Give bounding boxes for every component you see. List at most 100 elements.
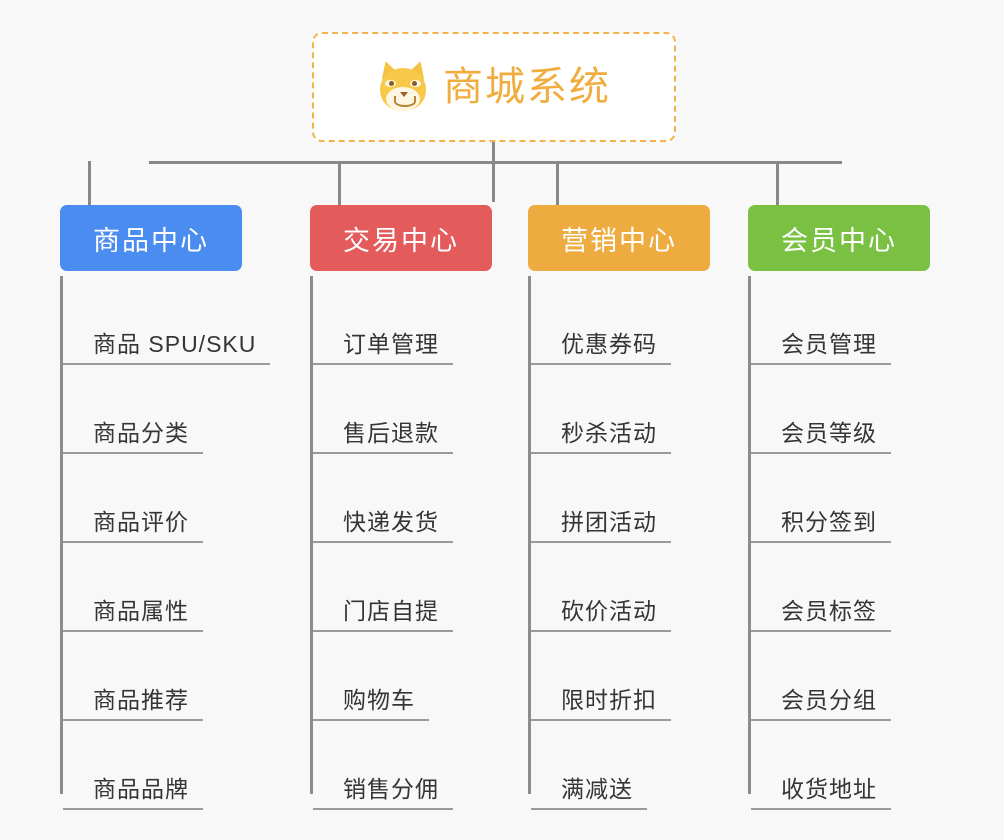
leaf-label: 会员标签 xyxy=(781,597,877,624)
leaf-label: 商品推荐 xyxy=(93,686,189,713)
category-label: 商品中心 xyxy=(93,225,209,256)
category-header-4[interactable]: 会员中心 xyxy=(748,205,930,271)
leaf-underline: 售后退款 xyxy=(313,419,453,454)
leaf-underline: 拼团活动 xyxy=(531,508,671,543)
leaf-label: 限时折扣 xyxy=(561,686,657,713)
leaf-underline: 砍价活动 xyxy=(531,597,671,632)
category-header-2[interactable]: 交易中心 xyxy=(310,205,492,271)
leaf-item[interactable]: 商品品牌 xyxy=(60,721,270,810)
leaf-list-4: 会员管理会员等级积分签到会员标签会员分组收货地址 xyxy=(748,276,891,810)
category-header-1[interactable]: 商品中心 xyxy=(60,205,242,271)
leaf-list-3: 优惠券码秒杀活动拼团活动砍价活动限时折扣满减送 xyxy=(528,276,671,810)
leaf-label: 售后退款 xyxy=(343,419,439,446)
leaf-label: 满减送 xyxy=(561,775,633,802)
leaf-label: 砍价活动 xyxy=(561,597,657,624)
connector-trunk-2 xyxy=(310,276,313,794)
leaf-underline: 满减送 xyxy=(531,775,647,810)
category-label: 交易中心 xyxy=(343,225,459,256)
leaf-item[interactable]: 售后退款 xyxy=(310,365,453,454)
leaf-underline: 快递发货 xyxy=(313,508,453,543)
shiba-dog-icon xyxy=(376,58,430,113)
leaf-underline: 会员分组 xyxy=(751,686,891,721)
leaf-underline: 商品评价 xyxy=(63,508,203,543)
leaf-label: 商品 SPU/SKU xyxy=(93,330,257,357)
leaf-item[interactable]: 销售分佣 xyxy=(310,721,453,810)
leaf-underline: 收货地址 xyxy=(751,775,891,810)
leaf-label: 门店自提 xyxy=(343,597,439,624)
leaf-item[interactable]: 购物车 xyxy=(310,632,453,721)
leaf-underline: 订单管理 xyxy=(313,331,453,365)
leaf-item[interactable]: 优惠券码 xyxy=(528,276,671,365)
leaf-underline: 门店自提 xyxy=(313,597,453,632)
leaf-item[interactable]: 秒杀活动 xyxy=(528,365,671,454)
leaf-item[interactable]: 商品推荐 xyxy=(60,632,270,721)
connector-root-stem xyxy=(492,142,495,202)
leaf-label: 购物车 xyxy=(343,686,415,713)
connector-trunk-1 xyxy=(60,276,63,794)
leaf-underline: 销售分佣 xyxy=(313,775,453,810)
leaf-label: 优惠券码 xyxy=(561,330,657,357)
leaf-underline: 商品品牌 xyxy=(63,775,203,810)
leaf-label: 商品评价 xyxy=(93,508,189,535)
leaf-underline: 限时折扣 xyxy=(531,686,671,721)
category-header-3[interactable]: 营销中心 xyxy=(528,205,710,271)
category-column-4: 会员中心会员管理会员等级积分签到会员标签会员分组收货地址 xyxy=(748,205,930,810)
root-node[interactable]: 商城系统 xyxy=(312,32,676,142)
leaf-label: 商品属性 xyxy=(93,597,189,624)
leaf-label: 拼团活动 xyxy=(561,508,657,535)
leaf-item[interactable]: 商品属性 xyxy=(60,543,270,632)
leaf-label: 商品分类 xyxy=(93,419,189,446)
leaf-label: 快递发货 xyxy=(343,508,439,535)
leaf-label: 销售分佣 xyxy=(343,775,439,802)
leaf-list-2: 订单管理售后退款快递发货门店自提购物车销售分佣 xyxy=(310,276,453,810)
category-label: 会员中心 xyxy=(781,225,897,256)
connector-drop-1 xyxy=(88,161,91,205)
leaf-label: 会员分组 xyxy=(781,686,877,713)
leaf-underline: 会员管理 xyxy=(751,330,891,365)
category-label: 营销中心 xyxy=(561,225,677,256)
leaf-underline: 商品推荐 xyxy=(63,686,203,721)
root-title: 商城系统 xyxy=(443,65,611,109)
leaf-label: 积分签到 xyxy=(781,508,877,535)
leaf-underline: 购物车 xyxy=(313,686,429,721)
leaf-label: 秒杀活动 xyxy=(561,419,657,446)
leaf-item[interactable]: 收货地址 xyxy=(748,721,891,810)
connector-trunk-4 xyxy=(748,276,751,794)
leaf-item[interactable]: 拼团活动 xyxy=(528,454,671,543)
leaf-item[interactable]: 商品评价 xyxy=(60,454,270,543)
leaf-underline: 积分签到 xyxy=(751,508,891,543)
connector-drop-2 xyxy=(338,161,341,205)
leaf-underline: 商品属性 xyxy=(63,597,203,632)
leaf-item[interactable]: 会员分组 xyxy=(748,632,891,721)
leaf-underline: 秒杀活动 xyxy=(531,419,671,454)
leaf-label: 商品品牌 xyxy=(93,775,189,802)
leaf-label: 收货地址 xyxy=(781,775,877,802)
leaf-item[interactable]: 满减送 xyxy=(528,721,671,810)
leaf-underline: 商品分类 xyxy=(63,419,203,454)
leaf-item[interactable]: 商品分类 xyxy=(60,365,270,454)
leaf-underline: 优惠券码 xyxy=(531,330,671,365)
leaf-item[interactable]: 门店自提 xyxy=(310,543,453,632)
category-column-2: 交易中心订单管理售后退款快递发货门店自提购物车销售分佣 xyxy=(310,205,492,810)
leaf-item[interactable]: 会员管理 xyxy=(748,276,891,365)
leaf-item[interactable]: 砍价活动 xyxy=(528,543,671,632)
leaf-item[interactable]: 快递发货 xyxy=(310,454,453,543)
leaf-item[interactable]: 商品 SPU/SKU xyxy=(60,276,271,365)
leaf-item[interactable]: 会员等级 xyxy=(748,365,891,454)
leaf-underline: 会员等级 xyxy=(751,419,891,454)
leaf-label: 会员管理 xyxy=(781,330,877,357)
connector-drop-4 xyxy=(776,161,779,205)
leaf-underline: 商品 SPU/SKU xyxy=(63,330,271,365)
category-column-3: 营销中心优惠券码秒杀活动拼团活动砍价活动限时折扣满减送 xyxy=(528,205,710,810)
leaf-item[interactable]: 限时折扣 xyxy=(528,632,671,721)
leaf-list-1: 商品 SPU/SKU 商品分类商品评价商品属性商品推荐商品品牌 xyxy=(60,276,271,810)
category-column-1: 商品中心商品 SPU/SKU 商品分类商品评价商品属性商品推荐商品品牌 xyxy=(60,205,271,810)
connector-horizontal-bus xyxy=(149,161,842,164)
leaf-item[interactable]: 会员标签 xyxy=(748,543,891,632)
leaf-item[interactable]: 积分签到 xyxy=(748,454,891,543)
leaf-label: 会员等级 xyxy=(781,419,877,446)
leaf-underline: 会员标签 xyxy=(751,597,891,632)
leaf-item[interactable]: 订单管理 xyxy=(310,276,453,365)
connector-trunk-3 xyxy=(528,276,531,794)
